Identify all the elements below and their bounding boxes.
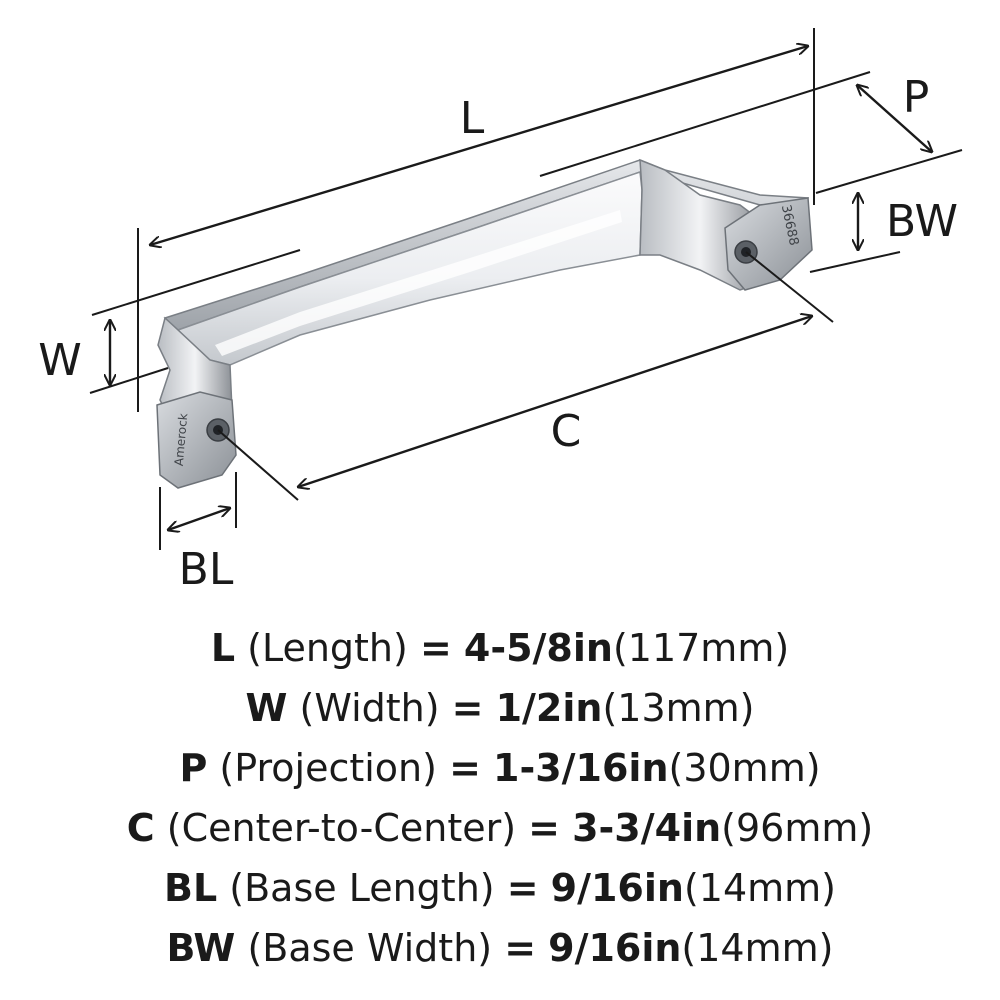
width-label: W <box>38 335 82 386</box>
spec-name: (Base Length) <box>229 866 495 910</box>
projection-dimension-line <box>857 85 932 152</box>
spec-imperial: 9/16in <box>548 926 682 970</box>
spec-eq: = <box>449 746 481 790</box>
left-base-engraving: Amerock <box>172 413 191 467</box>
spec-metric: (14mm) <box>683 866 836 910</box>
spec-row-projection: P (Projection) = 1-3/16in(30mm) <box>0 738 1000 798</box>
base-length-dimension-line <box>168 508 230 530</box>
spec-metric: (30mm) <box>668 746 821 790</box>
spec-metric: (96mm) <box>721 806 874 850</box>
base-width-label: BW <box>886 196 958 247</box>
spec-row-length: L (Length) = 4-5/8in(117mm) <box>0 618 1000 678</box>
spec-code: L <box>210 626 236 670</box>
spec-code: BW <box>166 926 236 970</box>
spec-eq: = <box>506 866 539 910</box>
spec-metric: (14mm) <box>681 926 834 970</box>
width-bottom-extension <box>89 367 169 394</box>
projection-bottom-extension <box>815 149 963 194</box>
spec-code: P <box>179 746 208 790</box>
spec-name: (Base Width) <box>247 926 493 970</box>
handle-left-base <box>156 391 237 489</box>
spec-row-center-to-center: C (Center-to-Center) = 3-3/4in(96mm) <box>0 798 1000 858</box>
center-dimension-line <box>298 316 812 487</box>
cabinet-pull-handle: 36688 Amerock <box>156 158 813 489</box>
spec-code: C <box>126 806 155 850</box>
spec-eq: = <box>504 926 537 970</box>
spec-name: (Center-to-Center) <box>166 806 517 850</box>
spec-metric: (117mm) <box>612 626 790 670</box>
width-top-extension <box>91 249 301 316</box>
spec-eq: = <box>419 626 452 670</box>
spec-name: (Width) <box>299 686 440 730</box>
length-label: L <box>460 93 485 144</box>
spec-imperial: 1-3/16in <box>493 746 669 790</box>
projection-label: P <box>903 72 930 123</box>
length-dimension-line <box>150 46 808 245</box>
spec-metric: (13mm) <box>602 686 755 730</box>
left-center-line <box>217 429 299 501</box>
spec-imperial: 9/16in <box>550 866 684 910</box>
spec-row-base-length: BL (Base Length) = 9/16in(14mm) <box>0 858 1000 918</box>
spec-row-width: W (Width) = 1/2in(13mm) <box>0 678 1000 738</box>
spec-row-base-width: BW (Base Width) = 9/16in(14mm) <box>0 918 1000 978</box>
spec-imperial: 3-3/4in <box>572 806 722 850</box>
dimension-spec-list: L (Length) = 4-5/8in(117mm) W (Width) = … <box>0 618 1000 978</box>
center-label: C <box>551 406 582 457</box>
spec-imperial: 4-5/8in <box>463 626 613 670</box>
spec-code: BL <box>164 866 218 910</box>
spec-eq: = <box>451 686 484 730</box>
spec-name: (Projection) <box>219 746 437 790</box>
base-width-bottom-extension <box>809 251 901 273</box>
dimension-diagram: 36688 Amerock L P BW W C BL <box>38 28 963 595</box>
spec-code: W <box>245 686 288 730</box>
spec-imperial: 1/2in <box>495 686 603 730</box>
spec-eq: = <box>528 806 560 850</box>
right-center-line <box>745 251 834 323</box>
spec-name: (Length) <box>247 626 408 670</box>
base-length-label: BL <box>179 544 234 595</box>
projection-top-extension <box>539 71 871 177</box>
